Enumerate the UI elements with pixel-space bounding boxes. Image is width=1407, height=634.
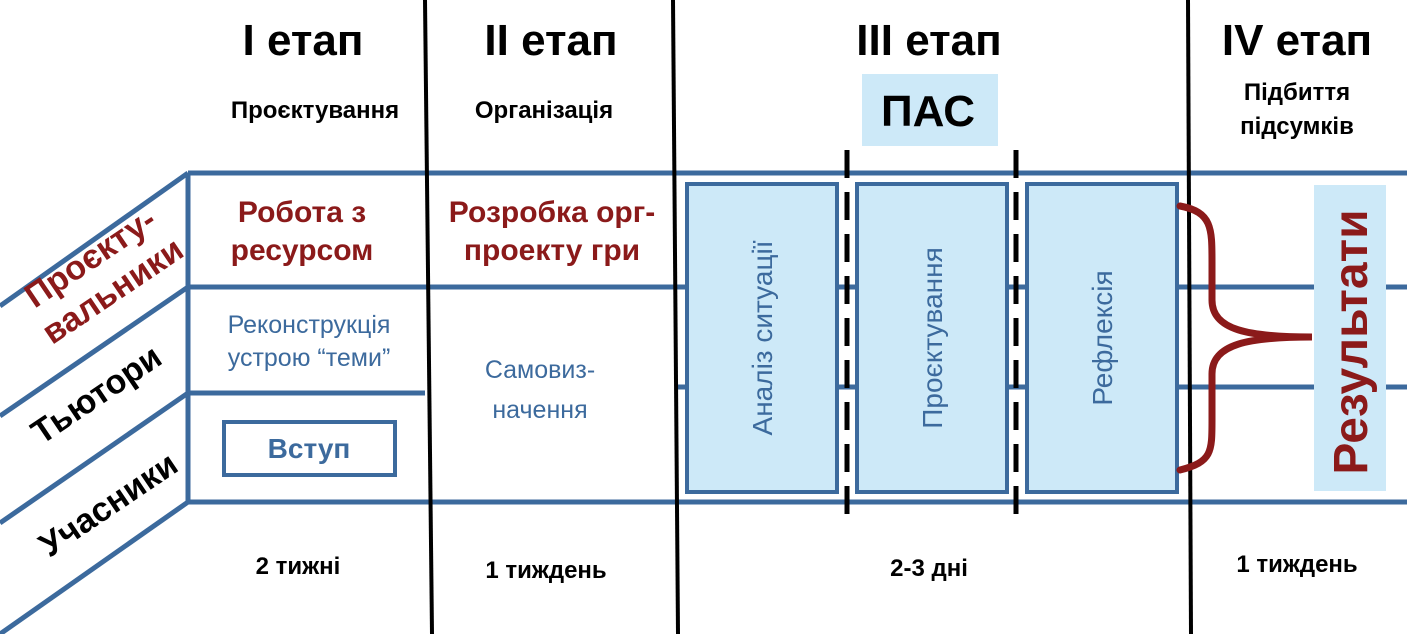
pas-label: ПАС xyxy=(881,87,975,136)
diagonal-designers xyxy=(0,284,190,419)
stage-1-tutors-task-line-2: устрою “теми” xyxy=(228,344,391,372)
stage-4-subtitle-line-1: Підбиття xyxy=(1244,79,1350,106)
stage-3-duration: 2-3 дні xyxy=(890,555,968,582)
stage-1-title: I етап xyxy=(243,16,364,65)
pas-label-box xyxy=(862,74,998,146)
stage-1-tutors-task-line-1: Реконструкція xyxy=(228,311,391,339)
stage-2-duration: 1 тиждень xyxy=(485,557,606,584)
stage-1-designers-task-line-2: ресурсом xyxy=(231,234,374,267)
stage-2-designers-task-line-2: проекту гри xyxy=(464,234,640,267)
stage-4-subtitle-line-2: підсумків xyxy=(1240,113,1354,140)
entry-label: Вступ xyxy=(268,433,351,464)
separator-3-4 xyxy=(1186,0,1193,634)
stage-2-title: II етап xyxy=(484,16,617,65)
stage-2-subtitle: Організація xyxy=(475,97,613,124)
phase-separators xyxy=(844,150,1019,525)
phase-box-analysis xyxy=(685,182,839,494)
stage-3-title: III етап xyxy=(856,16,1001,65)
results-label: Результати xyxy=(1325,209,1378,474)
stage-2-tutors-task-line-2: начення xyxy=(492,396,587,424)
stage-2-tutors-task-line-1: Самовиз- xyxy=(485,356,595,384)
separator-2-3 xyxy=(671,0,680,634)
results-box xyxy=(1314,185,1386,491)
role-tutors: Тьютори xyxy=(25,338,169,452)
entry-box xyxy=(222,420,397,477)
stage-1-duration: 2 тижні xyxy=(256,553,341,580)
diagonal-bottom xyxy=(0,499,190,634)
phase-reflection-label: Рефлексія xyxy=(1087,270,1118,405)
curly-brace-icon xyxy=(1176,202,1313,474)
phase-box-reflection xyxy=(1025,182,1179,494)
diagonal-top xyxy=(0,170,190,309)
stage-1-subtitle: Проєктування xyxy=(231,97,399,124)
stage-1-designers-task-line-1: Робота з xyxy=(238,196,366,229)
stage-separators xyxy=(423,0,1193,634)
separator-1-2 xyxy=(423,0,434,634)
phase-design-label: Проєктування xyxy=(917,247,948,428)
stage-4-title: IV етап xyxy=(1222,16,1372,65)
phase-box-design xyxy=(855,182,1009,494)
phase-analysis-label: Аналіз ситуації xyxy=(747,240,778,435)
stage-2-designers-task-line-1: Розробка орг- xyxy=(449,196,655,229)
role-participants: Учасники xyxy=(32,445,184,565)
diagonal-tutors xyxy=(0,390,190,526)
stage-4-duration: 1 тиждень xyxy=(1236,551,1357,578)
role-designers: Проєкту- вальники xyxy=(18,200,190,352)
